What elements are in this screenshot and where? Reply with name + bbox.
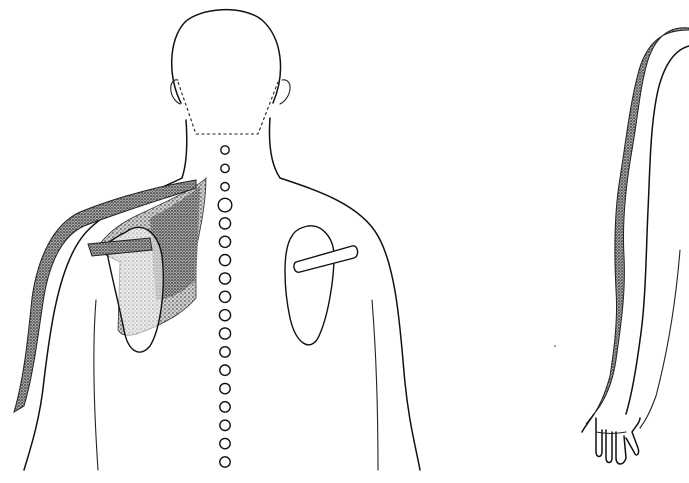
vertebra (219, 218, 230, 229)
vertebra (221, 146, 229, 154)
vertebra (220, 457, 230, 467)
ear-right (280, 80, 290, 104)
neck-dashed-region (178, 82, 278, 134)
left-side-line (94, 300, 98, 470)
vertebra (220, 402, 230, 412)
back-view (14, 10, 420, 470)
vertebra (220, 420, 230, 430)
vertebra (219, 291, 230, 302)
vertebra (218, 198, 232, 212)
arm-shaded-stripe (586, 28, 689, 424)
hand-outline (582, 414, 640, 464)
vertebra (221, 164, 229, 172)
vertebra (220, 365, 230, 375)
neck-left (182, 120, 187, 178)
head-outline (172, 10, 281, 103)
vertebra (219, 273, 230, 284)
spine (218, 146, 232, 467)
vertebra (221, 183, 229, 191)
vertebra (219, 255, 230, 266)
right-scapula (285, 226, 334, 345)
arm-view (582, 28, 689, 464)
vertebra (220, 438, 230, 448)
vertebra (220, 347, 230, 357)
vertebra (220, 383, 230, 393)
vertebra (219, 236, 230, 247)
hand-knuckle (596, 432, 626, 434)
vertebra (219, 328, 230, 339)
vertebra (219, 310, 230, 321)
small-mark (554, 345, 556, 347)
right-side-line (372, 300, 378, 470)
neck-right (269, 118, 280, 178)
